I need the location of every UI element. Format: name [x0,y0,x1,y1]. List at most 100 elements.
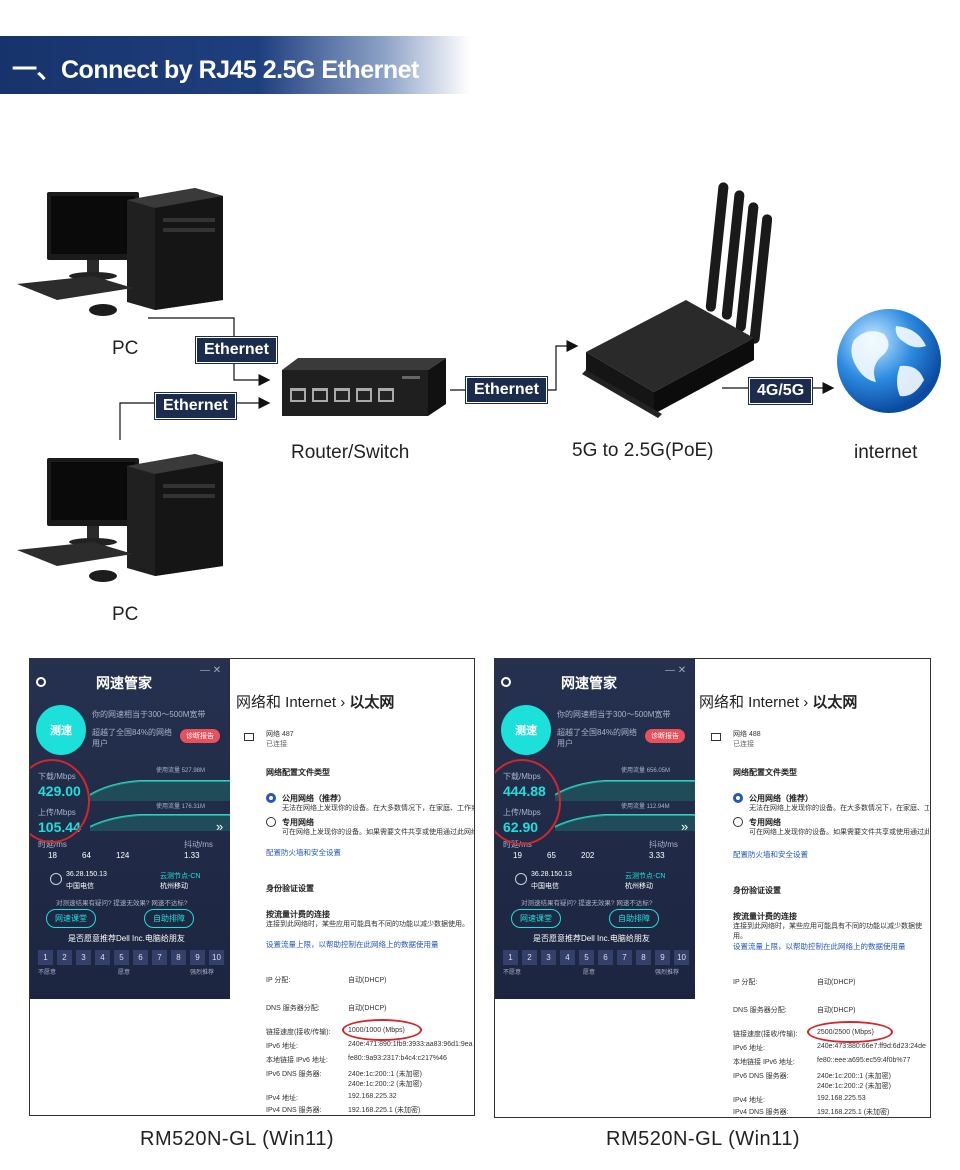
public-radio[interactable] [733,793,743,803]
self-troubleshoot-button[interactable]: 自助排障 [609,909,659,928]
5g-modem-icon [582,178,772,428]
app-title: 网速管家 [561,673,617,693]
caption-right: RM520N-GL (Win11) [606,1128,800,1151]
firewall-link[interactable]: 配置防火墙和安全设置 [266,847,341,858]
ipv6-dns-label: IPv6 DNS 服务器: [733,1071,789,1081]
recommend-question: 是否愿意推荐Dell Inc.电脑给朋友 [533,933,650,944]
speed-class-button[interactable]: 网速课堂 [46,909,96,928]
rating-right-word: 强烈推荐 [190,967,214,976]
local-ipv6-label: 本地链接 IPv6 地址: [266,1055,328,1065]
gear-icon[interactable] [36,677,46,687]
window-controls[interactable]: — ✕ [665,665,686,676]
ipv4-dns-value: 192.168.225.1 (未加密) [817,1107,889,1117]
jitter-label: 抖动/ms [649,839,678,850]
rating-right-word: 强烈推荐 [655,967,679,976]
private-radio[interactable] [733,817,743,827]
rating-mid-word: 愿意 [583,967,595,976]
speedtest-circle[interactable]: 测速 [501,705,551,755]
rating-option[interactable]: 2 [522,950,537,965]
window-controls[interactable]: — ✕ [200,665,221,676]
ipv6-dns-value-2: 240e:1c:200::2 (未加密) [348,1079,422,1089]
ipv6-dns-label: IPv6 DNS 服务器: [266,1069,322,1079]
ipv6-dns-value-1: 240e:1c:200::1 (未加密) [348,1069,422,1079]
pc-label-bottom: PC [112,604,138,626]
rating-option[interactable]: 3 [76,950,91,965]
isp-name: 中国电信 [531,881,559,891]
private-radio[interactable] [266,817,276,827]
rating-option[interactable]: 8 [636,950,651,965]
recommend-question: 是否愿意推荐Dell Inc.电脑给朋友 [68,933,185,944]
network-name: 网络 488 [733,729,761,739]
ipv4-dns-label: IPv4 DNS 服务器: [266,1105,322,1115]
rating-option[interactable]: 5 [579,950,594,965]
pc-computer-icon [15,182,230,322]
dns-assign-value: 自动(DHCP) [817,1005,856,1015]
screenshot-panel-2: 网速管家 — ✕ 测速 你的网速相当于300～500M宽带 超越了全国84%的网… [494,658,931,1118]
location-pin-icon [50,873,62,885]
help-hint: 对测速结果有疑问? 提速无效果? 网速不达标? [56,897,187,907]
data-limit-link[interactable]: 设置流量上限，以帮助控制在此网络上的数据使用量 [266,939,439,950]
rating-option[interactable]: 9 [655,950,670,965]
metric-2: 65 [547,851,556,860]
rating-option[interactable]: 9 [190,950,205,965]
cellular-tag: 4G/5G [749,378,812,404]
rating-option[interactable]: 4 [560,950,575,965]
test-node: 云测节点-CN [160,871,200,881]
router-switch-label: Router/Switch [291,442,409,464]
network-status: 已连接 [733,739,754,749]
local-ipv6-value: fe80::eee:a695:ec59:4f0b%77 [817,1057,910,1064]
report-button[interactable]: 诊断报告 [180,729,220,743]
metric-4: 1.33 [184,851,200,860]
caption-left: RM520N-GL (Win11) [140,1128,334,1151]
rating-option[interactable]: 10 [209,950,224,965]
rate-line: 你的网速相当于300～500M宽带 [92,709,228,720]
firewall-link[interactable]: 配置防火墙和安全设置 [733,849,808,860]
metric-3: 124 [116,851,129,860]
expand-chevron-icon[interactable]: » [681,819,688,834]
settings-header: 网络和 Internet › 以太网 [236,691,394,712]
gear-icon[interactable] [501,677,511,687]
ipv4-dns-label: IPv4 DNS 服务器: [733,1107,789,1117]
expand-chevron-icon[interactable]: » [216,819,223,834]
network-name: 网络 487 [266,729,294,739]
rating-option[interactable]: 1 [38,950,53,965]
pc-label-top: PC [112,338,138,360]
public-desc: 无法在网络上发现你的设备。在大多数情况下，在家庭、工作或 [749,803,929,813]
modem-label: 5G to 2.5G(PoE) [572,440,714,462]
rating-option[interactable]: 3 [541,950,556,965]
rating-option[interactable]: 2 [57,950,72,965]
rating-option[interactable]: 8 [171,950,186,965]
profile-title: 网络配置文件类型 [733,767,797,778]
ip-assign-label: IP 分配: [266,975,290,985]
rating-option[interactable]: 7 [152,950,167,965]
dns-assign-value: 自动(DHCP) [348,1003,387,1013]
auth-title: 身份验证设置 [733,885,781,896]
rating-option[interactable]: 6 [133,950,148,965]
app-title: 网速管家 [96,673,152,693]
ethernet-tag-pc2: Ethernet [155,393,236,419]
link-speed-label: 链接速度(接收/传输): [733,1029,798,1039]
data-limit-link[interactable]: 设置流量上限，以帮助控制在此网络上的数据使用量 [733,941,906,952]
rating-option[interactable]: 1 [503,950,518,965]
report-button[interactable]: 诊断报告 [645,729,685,743]
speed-class-button[interactable]: 网速课堂 [511,909,561,928]
speedtest-circle[interactable]: 测速 [36,705,86,755]
rating-option[interactable]: 6 [598,950,613,965]
test-node: 云测节点-CN [625,871,665,881]
public-radio[interactable] [266,793,276,803]
ip-address: 36.28.150.13 [66,871,107,878]
rating-option[interactable]: 10 [674,950,689,965]
ip-assign-value: 自动(DHCP) [348,975,387,985]
rating-option[interactable]: 5 [114,950,129,965]
metric-1: 19 [513,851,522,860]
rating-option[interactable]: 4 [95,950,110,965]
rate-line: 你的网速相当于300～500M宽带 [557,709,693,720]
rating-option[interactable]: 7 [617,950,632,965]
self-troubleshoot-button[interactable]: 自助排障 [144,909,194,928]
ipv6-dns-value-2: 240e:1c:200::2 (未加密) [817,1081,891,1091]
metric-2: 64 [82,851,91,860]
ipv4-label: IPv4 地址: [733,1095,765,1105]
ipv6-value: 240e:473:880:66e7:ff9d:6d23:24de [817,1043,926,1050]
